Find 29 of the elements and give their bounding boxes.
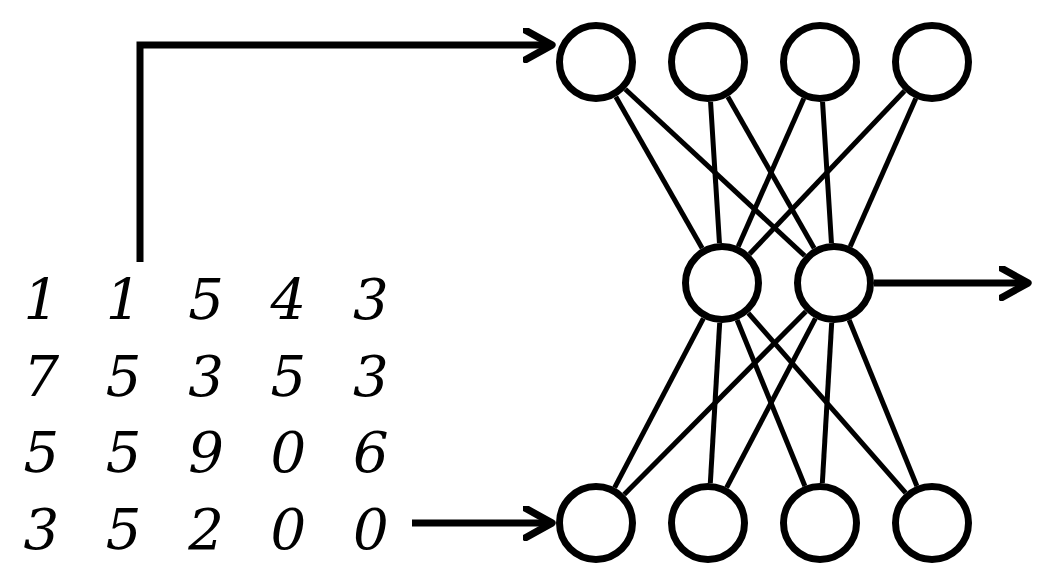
- connection-line: [820, 101, 834, 244]
- handwritten-digit: 7: [23, 348, 59, 405]
- connection-line: [747, 89, 907, 256]
- handwritten-digit: 0: [352, 501, 389, 558]
- handwritten-digit: 3: [188, 348, 224, 405]
- connection-line: [819, 322, 835, 484]
- handwritten-digit: 6: [352, 425, 389, 482]
- handwritten-digit: 1: [23, 272, 59, 329]
- handwritten-digit: 0: [270, 425, 307, 482]
- connection-line: [746, 311, 908, 495]
- handwritten-digit: 5: [105, 425, 142, 482]
- arrow: [874, 264, 1032, 302]
- handwritten-digit: 1: [105, 272, 142, 329]
- handwritten-digit: 0: [270, 501, 307, 558]
- connection-line: [708, 101, 722, 244]
- handwritten-digit: 3: [23, 501, 59, 558]
- connection-line: [707, 322, 723, 484]
- connection-line: [622, 309, 808, 497]
- handwritten-digit: 5: [188, 272, 224, 329]
- handwritten-digit: 5: [105, 348, 142, 405]
- handwritten-digit: 9: [188, 425, 224, 482]
- handwritten-digit: 2: [188, 501, 224, 558]
- handwritten-digit: 3: [352, 272, 389, 329]
- handwritten-digit: 5: [105, 501, 142, 558]
- handwritten-digit: 5: [270, 348, 307, 405]
- handwritten-digit: 4: [270, 272, 307, 329]
- handwritten-digit: 5: [23, 425, 59, 482]
- handwritten-digit: 3: [352, 348, 389, 405]
- connection-line: [623, 87, 807, 258]
